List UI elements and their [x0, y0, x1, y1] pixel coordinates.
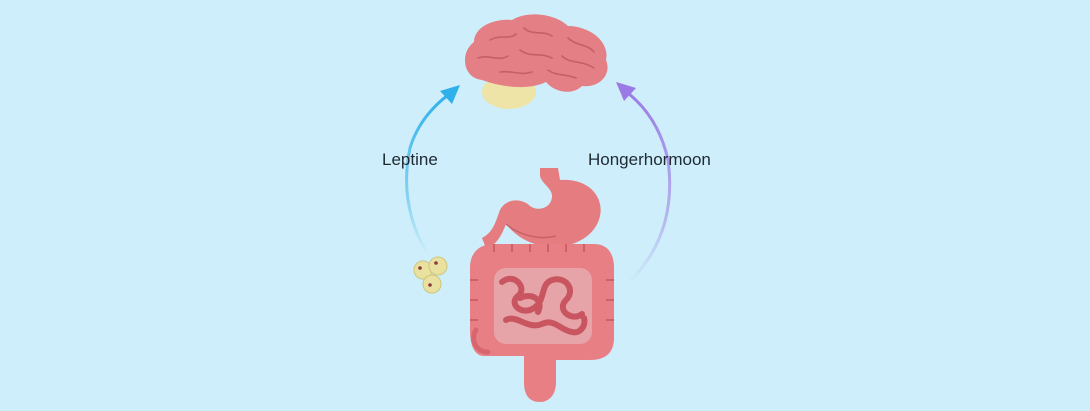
brain-icon	[464, 14, 608, 109]
intestine-icon	[470, 244, 614, 402]
ghrelin-arrow-arc	[622, 88, 672, 285]
hongerhormoon-label: Hongerhormoon	[588, 150, 711, 169]
ghrelin-arrow-head	[616, 82, 636, 101]
leptin-arrow-head	[440, 85, 460, 104]
stomach-icon	[482, 168, 601, 248]
leptine-label: Leptine	[382, 150, 438, 169]
leptin-arrow-arc	[405, 90, 454, 257]
fat-cells-icon	[413, 256, 448, 294]
